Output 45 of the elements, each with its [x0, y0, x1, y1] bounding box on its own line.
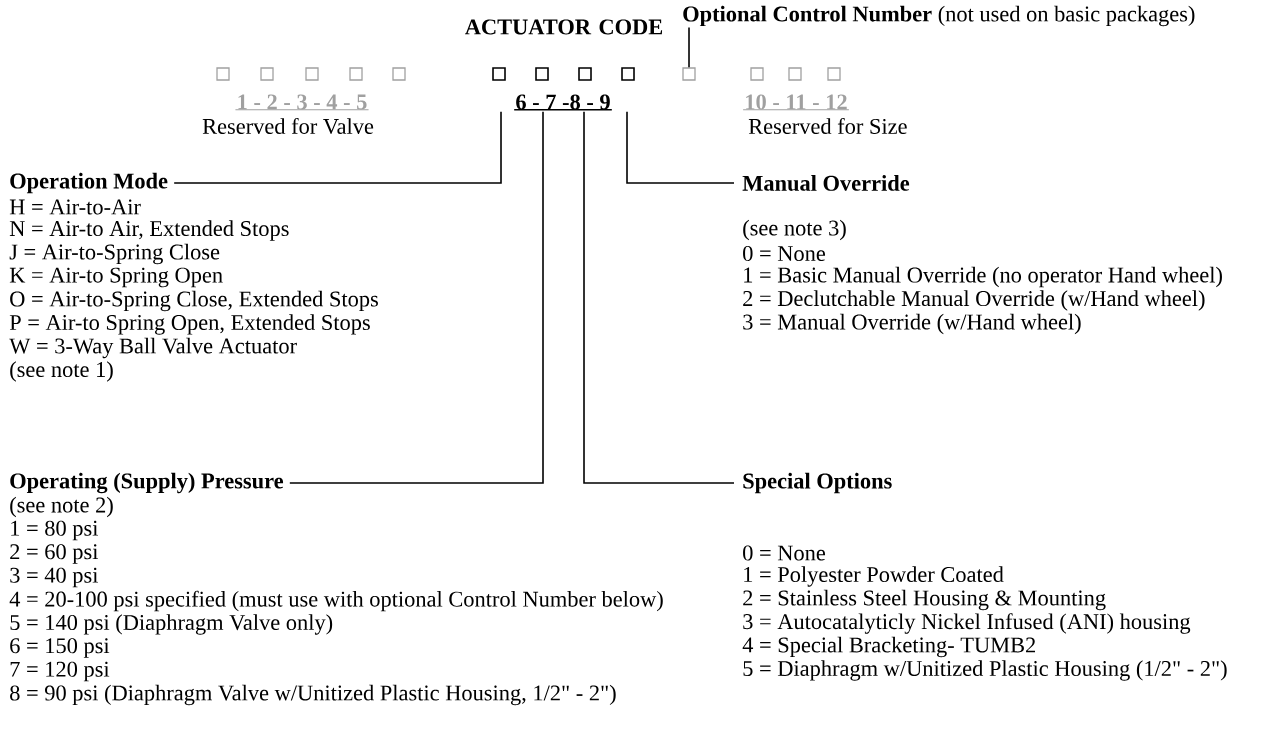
- option-line: 2 = Declutchable Manual Override (w/Hand wheel): [743, 290, 1205, 311]
- leader-line: [626, 110, 735, 184]
- heading: Manual Override: [742, 175, 910, 191]
- option-line: K = Air-to Spring Open: [9, 267, 223, 288]
- option-line: (see note 3): [743, 219, 846, 241]
- option-line: 0 = None: [743, 545, 826, 561]
- option-line: 6 = 150 psi: [10, 638, 110, 658]
- option-line: 4 = 20-100 psi specified (must use with optional Control Number below): [9, 590, 663, 612]
- option-line: 3 = 40 psi: [10, 567, 98, 588]
- digit-box: [682, 67, 696, 81]
- option-line: P = Air-to Spring Open, Extended Stops: [9, 314, 370, 335]
- option-line: 3 = Autocatalyticly Nickel Infused (ANI) housing: [743, 613, 1191, 634]
- option-line: O = Air-to-Spring Close, Extended Stops: [10, 290, 378, 312]
- option-line: 0 = None: [743, 245, 826, 262]
- option-line: N = Air-to Air, Extended Stops: [9, 220, 289, 241]
- heading: Operating (Supply) Pressure: [10, 472, 284, 494]
- option-line: 8 = 90 psi (Diaphragm Valve w/Unitized Plastic Housing, 1/2" - 2"): [10, 684, 616, 706]
- callout-heading: Optional Control Number (not used on basic packages): [683, 5, 1195, 27]
- code-heading: ACTUATOR CODE: [465, 19, 663, 35]
- option-line: 2 = Stainless Steel Housing & Mounting: [743, 589, 1106, 611]
- caption: Reserved for Size: [748, 118, 907, 134]
- option-line: (see note 2): [10, 496, 113, 518]
- caption: Reserved for Valve: [202, 117, 374, 135]
- option-line: 4 = Special Bracketing- TUMB2: [742, 636, 1035, 658]
- leader-line: [688, 26, 690, 69]
- option-line: J = Air-to-Spring Close: [9, 243, 220, 265]
- leader-line: [289, 110, 544, 484]
- option-line: 2 = 60 psi: [10, 544, 98, 564]
- option-line: 7 = 120 psi: [10, 661, 110, 682]
- option-line: 1 = 80 psi: [11, 520, 98, 541]
- position-numbers: 10 - 11 - 12: [742, 94, 850, 111]
- heading: Special Options: [743, 472, 892, 494]
- heading: Operation Mode: [10, 172, 168, 194]
- option-line: W = 3-Way Ball Valve Actuator: [9, 337, 297, 359]
- option-line: 1 = Basic Manual Override (no operator Hand wheel): [744, 266, 1222, 288]
- position-numbers: 1 - 2 - 3 - 4 - 5: [234, 94, 370, 111]
- option-line: 5 = 140 psi (Diaphragm Valve only): [10, 614, 333, 635]
- option-line: 1 = Polyester Powder Coated: [744, 566, 1004, 587]
- leader-line: [583, 110, 735, 484]
- option-line: (see note 1): [10, 361, 113, 382]
- option-line: 5 = Diaphragm w/Unitized Plastic Housing (1/2" - 2"): [743, 660, 1227, 681]
- option-line: 3 = Manual Override (w/Hand wheel): [743, 313, 1081, 335]
- leader-line: [173, 110, 502, 184]
- option-line: H = Air-to-Air: [9, 199, 141, 215]
- position-numbers: 6 - 7 -8 - 9: [513, 94, 613, 111]
